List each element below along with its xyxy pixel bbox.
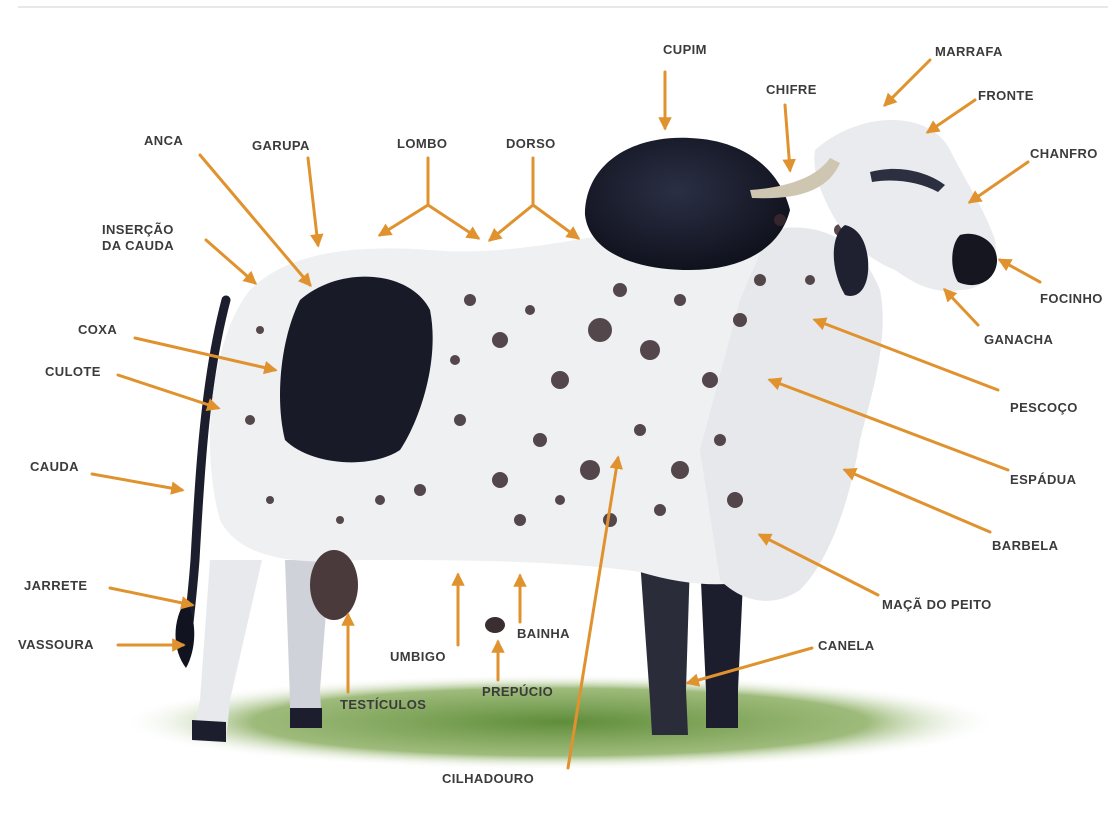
label-ganacha: GANACHA — [984, 332, 1053, 348]
label-pescoco: PESCOÇO — [1010, 400, 1078, 416]
label-cupim: CUPIM — [663, 42, 707, 58]
label-cilhadouro: CILHADOURO — [442, 771, 534, 787]
label-jarrete: JARRETE — [24, 578, 87, 594]
label-testiculos: TESTÍCULOS — [340, 697, 426, 713]
label-fronte: FRONTE — [978, 88, 1034, 104]
label-marrafa: MARRAFA — [935, 44, 1003, 60]
label-garupa: GARUPA — [252, 138, 310, 154]
sheath — [485, 617, 505, 633]
label-barbela: BARBELA — [992, 538, 1058, 554]
label-dorso: DORSO — [506, 136, 556, 152]
label-umbigo: UMBIGO — [390, 649, 446, 665]
label-vassoura: VASSOURA — [18, 637, 94, 653]
label-bainha: BAINHA — [517, 626, 570, 642]
label-canela: CANELA — [818, 638, 875, 654]
grass — [120, 674, 1000, 770]
label-prepucio: PREPÚCIO — [482, 684, 553, 700]
label-insercao-da-cauda: INSERÇÃO DA CAUDA — [102, 222, 174, 254]
label-chanfro: CHANFRO — [1030, 146, 1098, 162]
label-focinho: FOCINHO — [1040, 291, 1103, 307]
testicles — [310, 550, 358, 620]
label-cauda: CAUDA — [30, 459, 79, 475]
hump — [585, 138, 790, 270]
label-coxa: COXA — [78, 322, 117, 338]
label-culote: CULOTE — [45, 364, 101, 380]
label-maca-do-peito: MAÇÃ DO PEITO — [882, 597, 992, 613]
label-chifre: CHIFRE — [766, 82, 817, 98]
label-anca: ANCA — [144, 133, 183, 149]
label-lombo: LOMBO — [397, 136, 447, 152]
label-espadua: ESPÁDUA — [1010, 472, 1076, 488]
